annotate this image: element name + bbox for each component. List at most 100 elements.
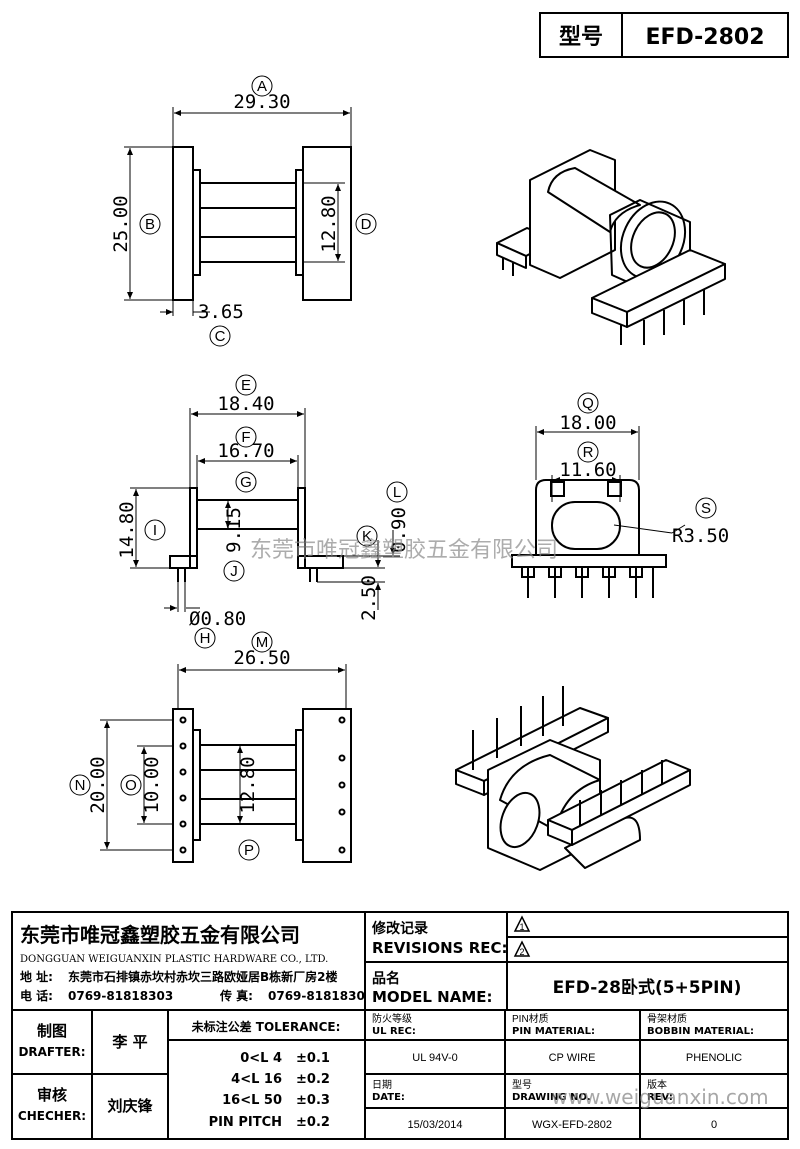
version-en: REV: <box>647 1092 673 1103</box>
part-number: EFD-2802 <box>645 25 764 50</box>
dim-k-value: 2.50 <box>358 575 380 621</box>
side-view <box>169 487 344 582</box>
version-value: 0 <box>711 1119 717 1131</box>
label-p: P <box>244 842 254 859</box>
label-f: F <box>241 429 250 446</box>
label-s: S <box>701 500 711 517</box>
date-value: 15/03/2014 <box>407 1119 462 1131</box>
tolerance-range-4: PIN PITCH <box>209 1115 282 1130</box>
revisions-cn: 修改记录 <box>371 920 428 937</box>
drafter-cn: 制图 <box>37 1022 67 1040</box>
ul-cn: 防火等级 <box>372 1012 412 1025</box>
dim-d-value: 12.80 <box>318 195 340 252</box>
drafter-name: 李 平 <box>111 1033 147 1051</box>
fax-value: 0769-8181830 <box>268 989 365 1003</box>
header-box <box>539 12 789 58</box>
label-h: H <box>200 630 211 647</box>
revision-triangles <box>513 915 531 957</box>
dim-b-value: 25.00 <box>110 195 132 252</box>
tolerance-value-3: ±0.3 <box>296 1093 330 1108</box>
date-en: DATE: <box>372 1092 405 1103</box>
top-view <box>172 146 352 301</box>
dim-i-value: 14.80 <box>116 501 138 558</box>
watermark-url: www.weiguanxin.com <box>551 1085 768 1109</box>
dim-l-value: 0.90 <box>388 507 410 553</box>
bottom-view <box>172 708 352 863</box>
checker-name: 刘庆锋 <box>107 1097 153 1115</box>
ul-value: UL 94V-0 <box>412 1052 457 1064</box>
company-name-cn: 东莞市唯冠鑫塑胶五金有限公司 <box>20 923 300 947</box>
label-j: J <box>230 563 238 580</box>
label-i: I <box>153 522 157 539</box>
label-d: D <box>361 216 372 233</box>
dim-h-value: Ø0.80 <box>189 608 246 630</box>
label-e: E <box>241 377 251 394</box>
tolerance-range-1: 0<L 4 <box>240 1051 282 1066</box>
label-k: K <box>362 528 372 545</box>
address-label: 地 址: <box>20 969 53 984</box>
model-name-en: MODEL NAME: <box>372 988 493 1006</box>
date-cn: 日期 <box>372 1079 392 1091</box>
pin-material-value: CP WIRE <box>549 1052 596 1064</box>
isometric-view-top <box>496 149 726 345</box>
circle-letters: A B C D E F G H I J K L M N O P Q R S <box>75 78 711 859</box>
dim-o-value: 10.00 <box>141 756 163 813</box>
company-name-en: DONGGUAN WEIGUANXIN PLASTIC HARDWARE CO.… <box>20 954 328 965</box>
pin-material-cn: PIN材质 <box>512 1012 549 1025</box>
tolerance-value-2: ±0.2 <box>296 1072 330 1087</box>
dim-m-value: 26.50 <box>233 647 290 669</box>
pin-material-en: PIN MATERIAL: <box>512 1026 595 1037</box>
revisions-en: REVISIONS REC: <box>372 939 508 957</box>
dim-p-value: 12.80 <box>237 756 259 813</box>
tolerance-value-1: ±0.1 <box>296 1051 330 1066</box>
dim-g-value: 9.15 <box>223 507 245 553</box>
label-n: N <box>75 777 86 794</box>
tolerance-range-3: 16<L 50 <box>222 1093 282 1108</box>
dim-n-value: 20.00 <box>87 756 109 813</box>
ul-en: UL REC: <box>372 1026 416 1037</box>
top-view-dims <box>124 107 352 316</box>
label-o: O <box>125 777 137 794</box>
phone-label: 电 话: <box>20 988 53 1003</box>
watermark-center: 东莞市唯冠鑫塑胶五金有限公司 <box>250 538 558 563</box>
circle-labels <box>69 75 717 861</box>
label-g: G <box>240 474 252 491</box>
side-view-dims <box>130 408 400 612</box>
bobbin-material-en: BOBBIN MATERIAL: <box>647 1026 754 1037</box>
phone-value: 0769-81818303 <box>68 989 173 1003</box>
isometric-view-bottom <box>455 686 691 871</box>
label-q: Q <box>582 395 594 412</box>
tolerance-title: 未标注公差 TOLERANCE: <box>191 1019 341 1034</box>
dim-a-value: 29.30 <box>233 91 290 113</box>
drawing-no-value: WGX-EFD-2802 <box>532 1119 612 1131</box>
label-c: C <box>215 328 226 345</box>
bobbin-material-cn: 骨架材质 <box>647 1012 687 1025</box>
rev2-number: 2 <box>519 947 524 957</box>
label-a: A <box>257 78 267 95</box>
fax-label: 传 真: <box>219 988 253 1003</box>
rev1-number: 1 <box>519 922 524 932</box>
dim-r-value: 11.60 <box>559 459 616 481</box>
drafter-en: DRAFTER: <box>18 1045 85 1059</box>
label-m: M <box>256 634 269 651</box>
title-block <box>11 911 789 1140</box>
drawing-no-cn: 型号 <box>512 1078 532 1091</box>
checker-en: CHECHER: <box>18 1109 86 1123</box>
dim-e-value: 18.40 <box>217 393 274 415</box>
dim-s-value: R3.50 <box>672 525 729 547</box>
bobbin-material-value: PHENOLIC <box>686 1052 742 1064</box>
drawing-no-en: DRAWING NO. <box>512 1092 591 1103</box>
checker-cn: 审核 <box>37 1086 67 1104</box>
type-label: 型号 <box>559 25 603 50</box>
front-view-dims <box>535 426 686 534</box>
label-r: R <box>583 444 594 461</box>
address-value: 东莞市石排镇赤坎村赤坎三路欧娅居B栋新厂房2楼 <box>68 969 338 984</box>
tolerance-range-2: 4<L 16 <box>231 1072 282 1087</box>
label-b: B <box>145 216 155 233</box>
dim-f-value: 16.70 <box>217 440 274 462</box>
dim-c-value: 3.65 <box>198 301 244 323</box>
model-name-cn: 品名 <box>372 970 400 987</box>
model-name-value: EFD-28卧式(5+5PIN) <box>553 977 742 998</box>
label-l: L <box>393 484 401 501</box>
